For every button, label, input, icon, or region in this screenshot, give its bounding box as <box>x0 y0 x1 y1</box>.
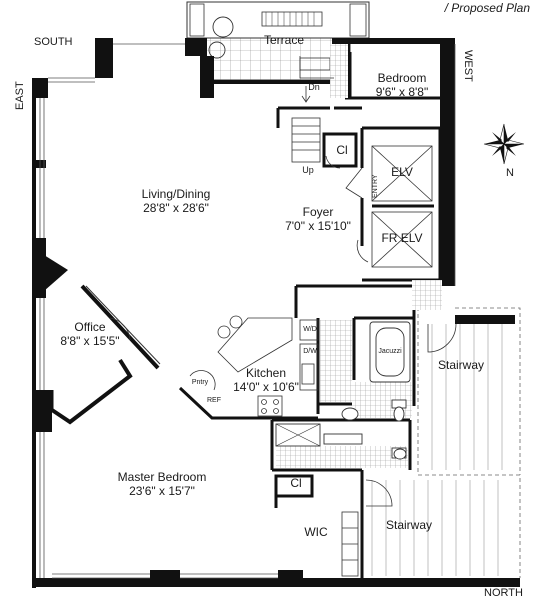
bedroom-size: 9'6" x 8'8" <box>375 85 429 99</box>
tiled-floors <box>276 44 442 468</box>
office-name: Office <box>74 320 106 334</box>
elv-label: ELV <box>391 165 413 179</box>
washer-dryer-label: W/D <box>303 326 317 333</box>
interior-walls <box>178 52 442 578</box>
master-size: 23'6" x 15'7" <box>129 484 195 498</box>
living-name: Living/Dining <box>141 187 211 201</box>
office-bay <box>36 250 161 425</box>
doors <box>325 155 457 507</box>
closet-bottom-label: Cl <box>290 476 302 490</box>
fr-elv-label: FR ELV <box>381 231 423 245</box>
terrace <box>186 1 370 81</box>
foyer-label: Foyer 7'0" x 15'10" <box>285 205 351 233</box>
compass-west-label: WEST <box>462 50 474 82</box>
wic-shelving <box>341 511 359 577</box>
bedroom-name: Bedroom <box>377 71 427 85</box>
stairs-up-label: Up <box>302 165 314 175</box>
compass-north-label: NORTH <box>484 587 523 599</box>
dishwasher-label: D/W <box>303 348 317 355</box>
elevators <box>371 145 433 268</box>
compass-south-label: SOUTH <box>34 36 73 48</box>
kitchen-size: 14'0" x 10'6" <box>233 380 299 394</box>
master-label: Master Bedroom 23'6" x 15'7" <box>118 470 207 498</box>
stairway-outlines <box>417 300 521 578</box>
living-label: Living/Dining 28'8" x 28'6" <box>142 187 211 215</box>
office-size: 8'8" x 15'5" <box>60 334 120 348</box>
office-label: Office 8'8" x 15'5" <box>60 320 119 348</box>
bedroom-label: Bedroom 9'6" x 8'8" <box>376 71 428 99</box>
plan-title: / Proposed Plan <box>444 1 530 15</box>
foyer-name: Foyer <box>302 205 334 219</box>
pantry-label: Pntry <box>191 379 209 386</box>
closet-top-label: Cl <box>336 143 348 157</box>
foyer-size: 7'0" x 15'10" <box>285 219 351 233</box>
master-name: Master Bedroom <box>117 470 207 484</box>
living-size: 28'8" x 28'6" <box>143 201 209 215</box>
window-lines <box>39 43 456 579</box>
jacuzzi-label: Jacuzzi <box>378 348 402 355</box>
kitchen-fixtures <box>189 315 319 417</box>
wic-label: WIC <box>304 525 328 539</box>
refrigerator-label: REF <box>207 397 221 404</box>
stairway-hatch <box>371 324 503 576</box>
entry-label: ENTRY <box>372 174 379 198</box>
compass-n-label: N <box>506 167 514 179</box>
upper-stairs <box>291 56 334 163</box>
stairway-lower-label: Stairway <box>385 518 433 532</box>
stairs-down-label: Dn <box>308 82 320 92</box>
bath-fixtures <box>275 321 411 460</box>
stairway-upper-label: Stairway <box>437 358 485 372</box>
kitchen-name: Kitchen <box>245 366 287 380</box>
compass-east-label: EAST <box>14 81 26 110</box>
kitchen-label: Kitchen 14'0" x 10'6" <box>233 366 299 394</box>
compass-icon <box>483 123 525 165</box>
terrace-label: Terrace <box>263 33 305 47</box>
